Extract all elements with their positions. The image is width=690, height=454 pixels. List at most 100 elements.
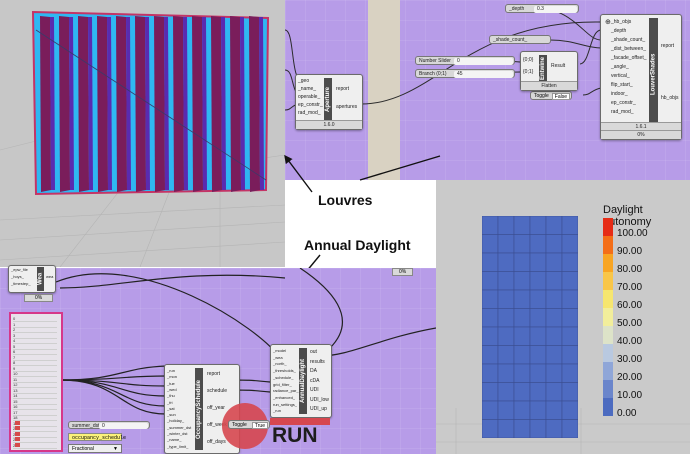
- annual-daylight-input[interactable]: _thresholds_: [273, 368, 296, 374]
- annual-daylight-output[interactable]: DA: [310, 368, 317, 374]
- aperture-version: 1.6.0: [296, 120, 362, 129]
- entwine-input[interactable]: {0;1}: [523, 69, 534, 75]
- entwine-input[interactable]: {0;0}: [523, 57, 534, 63]
- annual-daylight-input[interactable]: radiance_par_: [273, 388, 299, 394]
- louver-input[interactable]: _angle_: [611, 64, 629, 70]
- louver-shades-component[interactable]: ⊕ _hb_objs _depth _shade_count_ _dist_betwe…: [600, 14, 682, 140]
- annual-daylight-input[interactable]: _model: [273, 348, 287, 353]
- aperture-component[interactable]: _geo _name_ operable_ ep_constr_ rad_mod…: [295, 74, 363, 130]
- schedule-input[interactable]: _mon: [167, 374, 178, 380]
- annual-daylight-input[interactable]: _schedule_: [273, 374, 294, 380]
- fractional-dropdown[interactable]: Fractional ▼: [68, 444, 122, 453]
- grid-cell: [545, 271, 563, 291]
- louvre-blade: [192, 16, 203, 192]
- schedule-input[interactable]: _wed: [167, 386, 177, 392]
- number-slider-1[interactable]: Number Slider 0: [415, 56, 515, 65]
- number-slider-2-value[interactable]: 45: [454, 71, 513, 78]
- grid-cell: [513, 400, 531, 420]
- louver-input[interactable]: _shade_count_: [611, 37, 646, 43]
- schedule-input[interactable]: _holiday_: [167, 418, 185, 424]
- annual-daylight-input[interactable]: _north_: [273, 361, 287, 367]
- boolean-toggle-top[interactable]: Toggle False: [530, 91, 572, 100]
- shade-count-slider[interactable]: _shade_count_: [489, 35, 551, 44]
- annual-daylight-output[interactable]: cDA: [310, 377, 320, 384]
- louver-input[interactable]: indoor_: [611, 91, 628, 97]
- number-slider-2[interactable]: Branch (0;1) 45: [415, 69, 515, 78]
- toggle-run-label: Toggle: [232, 422, 247, 428]
- plus-icon[interactable]: ⊕: [605, 19, 611, 26]
- annual-daylight-output[interactable]: results: [310, 358, 325, 365]
- schedule-input[interactable]: _type_limit_: [167, 443, 189, 449]
- aperture-input[interactable]: ep_constr_: [298, 102, 323, 108]
- louver-input[interactable]: flip_start_: [611, 82, 633, 88]
- annual-daylight-output[interactable]: out: [310, 349, 317, 355]
- annual-daylight-input[interactable]: grid_filter_: [273, 381, 292, 387]
- schedule-input[interactable]: _tue: [167, 380, 175, 386]
- schedule-input[interactable]: _summer_dst: [167, 424, 192, 430]
- annual-daylight-input[interactable]: run_settings_: [273, 401, 298, 407]
- schedule-output[interactable]: schedule: [207, 388, 228, 394]
- schedule-output[interactable]: off_week: [207, 422, 227, 428]
- grid-cell: [545, 234, 563, 254]
- louvre-blade-edge: [50, 17, 55, 190]
- depth-slider-value[interactable]: 0.3: [534, 6, 577, 13]
- toggle-run-value[interactable]: True: [251, 422, 268, 429]
- summer-dst-label: summer_dst: [72, 423, 100, 429]
- wea-output[interactable]: wea: [46, 274, 54, 279]
- louver-input[interactable]: rad_mod_: [611, 109, 634, 115]
- annual-daylight-input[interactable]: _enhanced_: [273, 394, 296, 400]
- aperture-output[interactable]: apertures: [336, 104, 358, 110]
- aperture-input[interactable]: _geo: [298, 78, 310, 84]
- aperture-input[interactable]: operable_: [298, 94, 321, 100]
- hour-list-panel[interactable]: 01234567891011121314151617181920212223: [9, 312, 63, 452]
- aperture-output[interactable]: report: [336, 86, 350, 92]
- rhino-viewport[interactable]: [0, 0, 285, 267]
- annual-daylight-component[interactable]: _model_wea_north__thresholds__schedule_g…: [270, 344, 332, 418]
- number-slider-1-value[interactable]: 0: [454, 58, 513, 65]
- wea-input[interactable]: _hoys_: [11, 274, 24, 279]
- schedule-input[interactable]: _winter_dst: [167, 431, 188, 436]
- entwine-output[interactable]: Result: [551, 63, 566, 69]
- louver-input[interactable]: _dist_between_: [611, 46, 647, 52]
- wea-component[interactable]: _epw_file _hoys_ _timestep_ Wea wea: [8, 265, 56, 293]
- shade-count-label: _shade_count_: [493, 37, 528, 43]
- schedule-output[interactable]: off_year: [207, 405, 225, 411]
- louver-input[interactable]: ep_constr_: [611, 100, 636, 106]
- louver-input[interactable]: vertical_: [611, 73, 630, 79]
- occupancy-schedule-panel[interactable]: occupancy_schedule: [68, 433, 126, 441]
- schedule-input[interactable]: _name_: [167, 437, 182, 443]
- aperture-input[interactable]: _name_: [298, 86, 317, 92]
- toggle-value[interactable]: False: [551, 93, 570, 100]
- louver-input[interactable]: _hb_objs: [611, 19, 632, 25]
- grid-cell: [561, 234, 578, 254]
- louver-input[interactable]: _depth: [611, 28, 627, 34]
- louvre-blade-edge: [126, 17, 131, 190]
- boolean-toggle-run[interactable]: Toggle True: [228, 420, 270, 429]
- schedule-output[interactable]: report: [207, 371, 221, 377]
- wea-input[interactable]: _epw_file: [11, 267, 28, 272]
- summer-dst-slider[interactable]: summer_dst 0: [68, 421, 150, 429]
- legend-swatch: [603, 398, 613, 416]
- louvre-blade-edge: [107, 17, 112, 190]
- entwine-component[interactable]: {0;0} {0;1} Entwine Result Flatten: [520, 51, 578, 91]
- wea-input[interactable]: _timestep_: [11, 281, 31, 286]
- schedule-input[interactable]: _run: [167, 368, 176, 373]
- schedule-output[interactable]: off_days: [207, 439, 226, 445]
- schedule-input[interactable]: _sun: [167, 412, 176, 418]
- grid-cell: [529, 382, 547, 402]
- list-item: 3: [13, 333, 57, 339]
- annual-daylight-output[interactable]: UDI: [310, 387, 319, 393]
- annual-daylight-output[interactable]: UDI_up: [310, 406, 327, 412]
- annual-daylight-input[interactable]: _wea: [273, 354, 283, 360]
- louver-input[interactable]: _facade_offset_: [611, 55, 647, 61]
- louver-output[interactable]: hb_objs: [661, 95, 679, 101]
- depth-slider[interactable]: _depth 0.3: [505, 4, 579, 13]
- aperture-input[interactable]: rad_mod_: [298, 110, 321, 116]
- schedule-input[interactable]: _fri: [167, 399, 173, 405]
- louver-output[interactable]: report: [661, 43, 675, 49]
- summer-dst-value[interactable]: 0: [99, 423, 148, 429]
- annual-daylight-input[interactable]: _run: [273, 408, 282, 414]
- annual-daylight-output[interactable]: UDI_low: [310, 396, 329, 403]
- schedule-input[interactable]: _thu: [167, 393, 175, 399]
- schedule-input[interactable]: _sat: [167, 405, 175, 411]
